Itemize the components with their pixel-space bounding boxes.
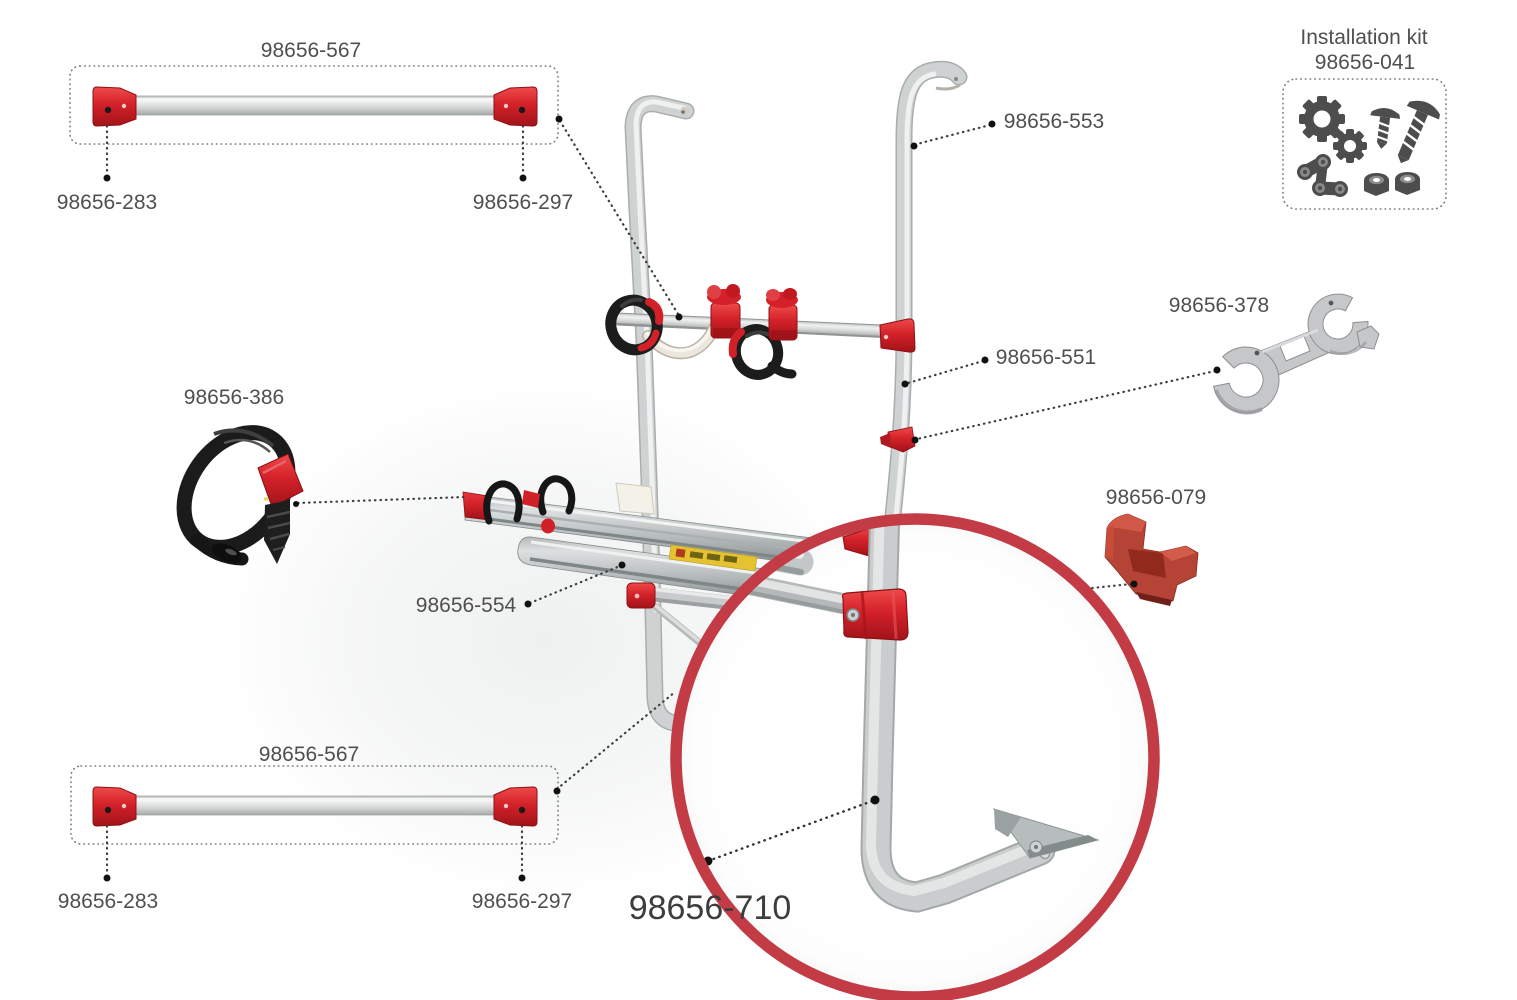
svg-text:98656-567: 98656-567 xyxy=(261,39,361,62)
svg-text:98656-041: 98656-041 xyxy=(1315,51,1415,74)
svg-text:98656-283: 98656-283 xyxy=(58,890,158,913)
svg-text:98656-283: 98656-283 xyxy=(57,191,157,214)
svg-text:98656-378: 98656-378 xyxy=(1169,294,1269,317)
svg-text:98656-551: 98656-551 xyxy=(996,346,1096,369)
svg-text:98656-297: 98656-297 xyxy=(473,191,573,214)
svg-text:98656-079: 98656-079 xyxy=(1106,486,1206,509)
svg-text:98656-710: 98656-710 xyxy=(629,889,792,927)
svg-text:98656-567: 98656-567 xyxy=(259,743,359,766)
svg-text:98656-386: 98656-386 xyxy=(184,386,284,409)
svg-text:98656-554: 98656-554 xyxy=(416,594,517,617)
svg-text:Installation kit: Installation kit xyxy=(1300,26,1427,49)
svg-text:98656-553: 98656-553 xyxy=(1004,110,1104,133)
svg-text:98656-297: 98656-297 xyxy=(472,890,572,913)
